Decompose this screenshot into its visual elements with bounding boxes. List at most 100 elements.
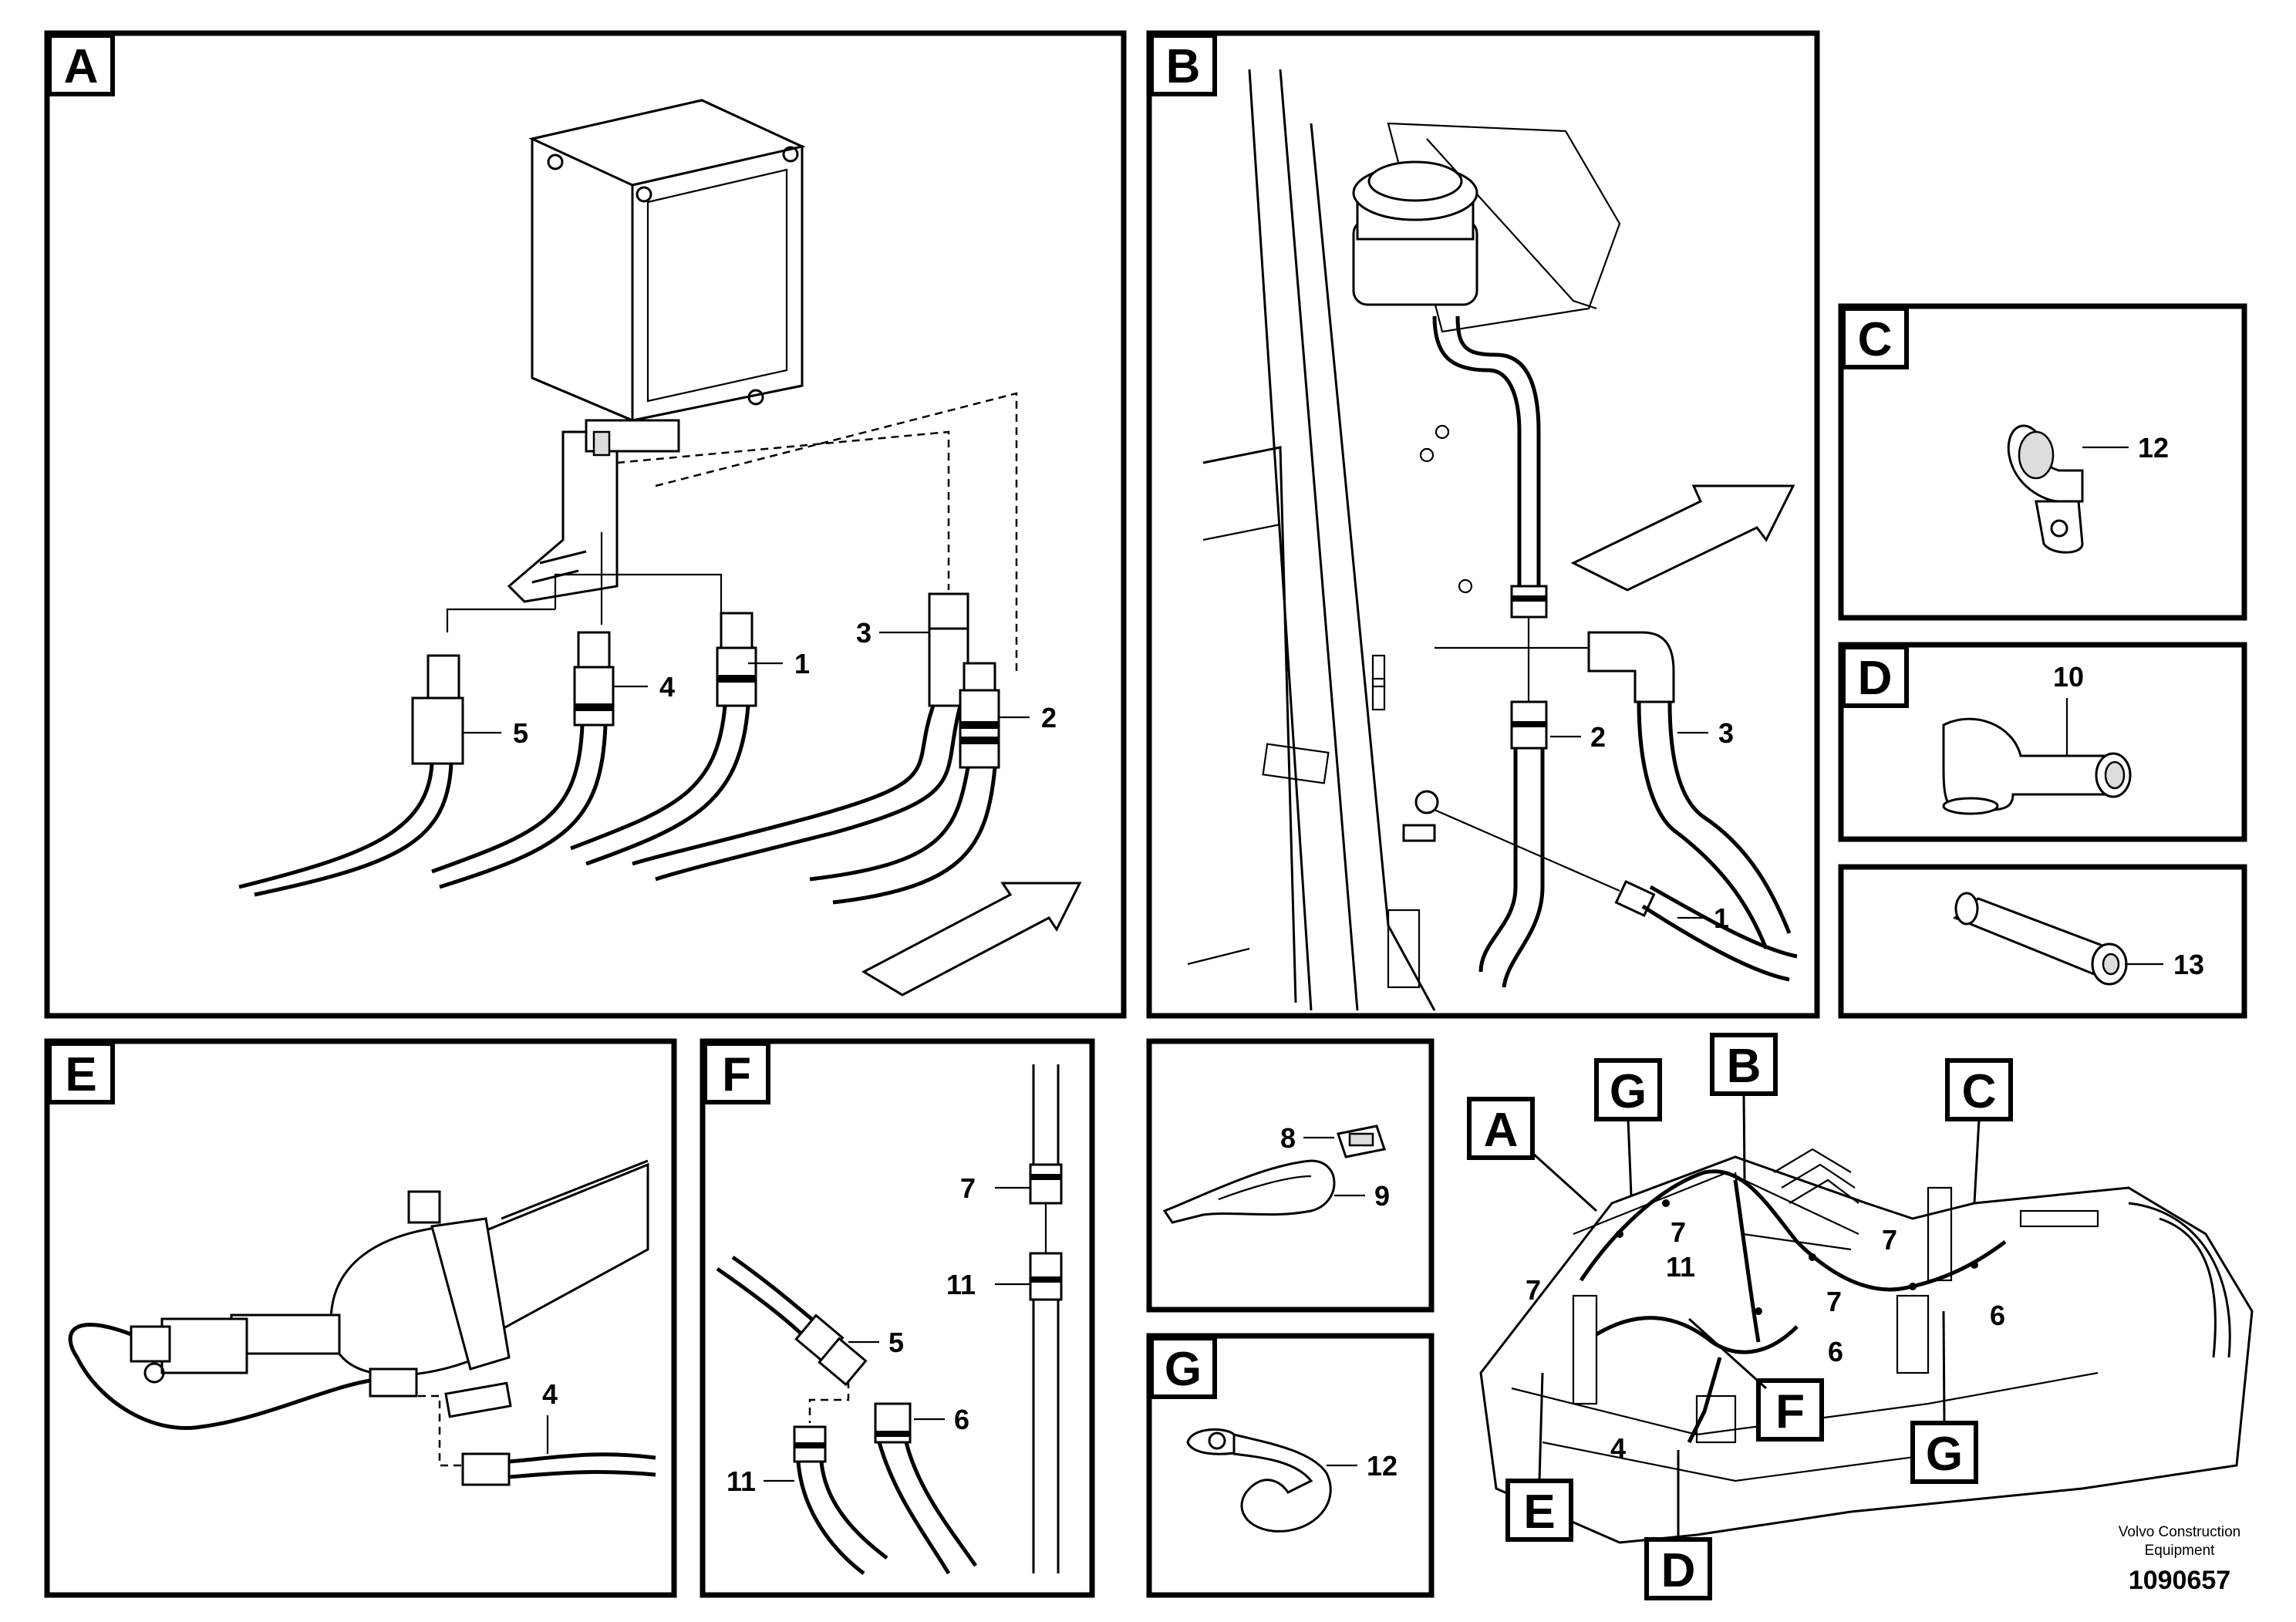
- overview-tag-box-b: [1710, 1033, 1778, 1096]
- connector-1: [570, 612, 757, 866]
- panel-a: A: [44, 30, 1127, 1019]
- cable-branch-5: [716, 1255, 868, 1387]
- panel-c-frame: [1838, 303, 2247, 621]
- machine-body: [1479, 1148, 2254, 1544]
- panel-b-tag-box: [1149, 33, 1217, 96]
- panel-c-tag: C: [1858, 313, 1893, 366]
- panel-a-frame: [44, 30, 1127, 1019]
- overview-tag-a: A: [1484, 1104, 1519, 1157]
- panel-a-direction-arrow: [861, 882, 1082, 996]
- panel-b-tag: B: [1166, 40, 1201, 93]
- connector-b-1: 1: [1402, 790, 1798, 982]
- panel-f-callout-5: 5: [888, 1327, 904, 1358]
- panel-d-tag: D: [1858, 652, 1893, 705]
- connector-e-4: [461, 1452, 656, 1486]
- panel-f: F 7 11 5: [700, 1038, 1095, 1598]
- panel-a-callout-5: 5: [513, 717, 528, 749]
- overview-tag-box-f: [1756, 1378, 1824, 1442]
- document-number: 1090657: [2129, 1566, 2230, 1595]
- panel-d-tag-box: [1841, 645, 1909, 708]
- overview-tag-d: D: [1661, 1544, 1696, 1597]
- overview-callout-7-bottom: 7: [1826, 1286, 1842, 1317]
- panel-a-tag-box: [47, 33, 115, 96]
- panel-e-callout-4: 4: [542, 1378, 558, 1410]
- control-box: [507, 99, 806, 603]
- panel-13-frame: [1838, 864, 2247, 1019]
- connector-2: [809, 662, 1000, 905]
- maker-line-1: Volvo Construction: [2119, 1524, 2240, 1540]
- overview-tag-box-g2: [1910, 1421, 1978, 1484]
- overview-tag-c: C: [1962, 1065, 1997, 1118]
- overview-callout-4: 4: [1610, 1432, 1626, 1464]
- panel-d-frame: [1838, 642, 2247, 842]
- panel-d: D 10: [1838, 642, 2247, 842]
- panel-d-callout-10: 10: [2053, 661, 2084, 693]
- panel-a-callout-2: 2: [1041, 702, 1057, 733]
- panel-f-callout-6: 6: [954, 1404, 969, 1435]
- panel-c-callout-12: 12: [2138, 432, 2169, 464]
- p-clamp-c: [2007, 424, 2084, 554]
- overview-tag-b: B: [1727, 1040, 1762, 1093]
- overview-tag-box-e: [1505, 1479, 1573, 1542]
- panel-g-callout-12: 12: [1367, 1450, 1397, 1482]
- overview-callout-11: 11: [1666, 1251, 1695, 1283]
- connector-3: [632, 592, 969, 882]
- rubber-boot: [1942, 717, 2132, 815]
- panel-13-callout-13: 13: [2173, 949, 2204, 980]
- overview-tag-f: F: [1775, 1385, 1805, 1438]
- connector-b-3: 3: [1435, 631, 1792, 949]
- panel-e-tag: E: [65, 1048, 96, 1101]
- panel-a-tag: A: [64, 40, 99, 93]
- wire-lead-5: [446, 608, 555, 632]
- tie-mount: [1337, 1125, 1386, 1158]
- panel-e-dash-lead: [405, 1394, 463, 1467]
- panel-f-tag-box: [703, 1041, 770, 1104]
- panel-b-frame: [1146, 30, 1820, 1019]
- overview-callout-7-left: 7: [1526, 1274, 1541, 1306]
- overview-callout-7-right: 7: [1882, 1224, 1897, 1256]
- panel-b-callout-3: 3: [1718, 717, 1734, 749]
- panel-f-dash-lead: [808, 1381, 850, 1423]
- cable-6: [874, 1402, 978, 1575]
- dash-lead-2: [655, 392, 1018, 671]
- wiring-harness: [1579, 1169, 2007, 1444]
- panel-e: E 4: [44, 1038, 677, 1598]
- panel-8-9: 8 9: [1146, 1038, 1435, 1313]
- machine-overview: A G B C F G E D 7 7 11 7 6 6 4 7: [1467, 1033, 2254, 1600]
- panel-e-tag-box: [47, 1041, 115, 1104]
- overview-callout-6-left: 6: [1828, 1336, 1843, 1367]
- panel-b-callout-2: 2: [1590, 721, 1606, 753]
- panel-c-tag-box: [1841, 306, 1909, 369]
- cable-tie: [1162, 1159, 1336, 1224]
- panel-e-frame: [44, 1038, 677, 1598]
- panel-g-tag: G: [1165, 1343, 1202, 1396]
- panel-f-tag: F: [722, 1048, 751, 1101]
- panel-13: 13: [1838, 864, 2247, 1019]
- panel-g: G 12: [1146, 1333, 1435, 1598]
- p-clamp-g: [1186, 1428, 1332, 1533]
- panel-b: B: [1146, 30, 1820, 1019]
- overview-tag-e: E: [1523, 1485, 1555, 1539]
- panel-f-callout-7: 7: [960, 1172, 976, 1204]
- panel-a-callout-4: 4: [659, 671, 675, 703]
- heater-unit: [68, 1159, 649, 1430]
- panel-f-callout-11b: 11: [727, 1465, 756, 1497]
- panel-b-direction-arrow: [1570, 484, 1795, 592]
- wire-lead-1: [554, 573, 723, 617]
- panel-89-callout-8: 8: [1280, 1122, 1296, 1154]
- overview-tag-g1: G: [1610, 1065, 1647, 1118]
- panel-g-frame: [1146, 1333, 1435, 1598]
- sleeve-tube: [1953, 892, 2128, 986]
- vertical-cable: [1029, 1064, 1063, 1573]
- panel-f-frame: [700, 1038, 1095, 1598]
- panel-c: C 12: [1838, 303, 2247, 621]
- overview-callout-6-right: 6: [1990, 1300, 2005, 1331]
- cable-11: [793, 1425, 888, 1575]
- overview-tag-box-a: [1467, 1097, 1535, 1160]
- maker-line-2: Equipment: [2145, 1543, 2216, 1559]
- panel-f-callout-11a: 11: [946, 1269, 976, 1300]
- panel-8-9-frame: [1146, 1038, 1435, 1313]
- overview-callout-7-mid: 7: [1671, 1216, 1686, 1248]
- panel-a-callout-1: 1: [794, 648, 810, 679]
